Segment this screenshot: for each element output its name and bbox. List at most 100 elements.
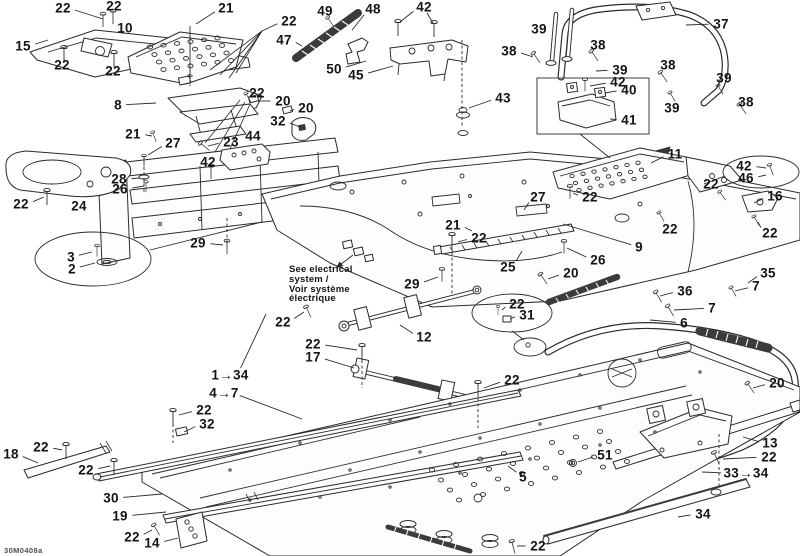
- leader-line: [609, 118, 617, 121]
- fastener-screw: [223, 238, 231, 255]
- callout-23: 23: [223, 135, 239, 150]
- fastener-screw: [766, 163, 774, 176]
- callout-49: 49: [317, 4, 333, 19]
- callout-13: 13: [762, 436, 778, 451]
- callout-22: 22: [33, 440, 49, 455]
- callout-38: 38: [738, 95, 754, 110]
- callout-11: 11: [668, 147, 683, 162]
- leader-line: [659, 292, 673, 297]
- leader-line: [483, 381, 501, 389]
- detail-l: [703, 175, 726, 185]
- callout-29: 29: [190, 236, 206, 251]
- callout-24: 24: [71, 199, 87, 214]
- detail-a: [336, 261, 344, 268]
- leader-line: [758, 174, 767, 178]
- detail-e: [458, 107, 468, 113]
- callout-22: 22: [13, 197, 29, 212]
- callout-33-34: 33→34: [723, 466, 768, 481]
- detail-l: [219, 30, 263, 76]
- leader-line: [123, 493, 163, 498]
- callout-38: 38: [501, 44, 517, 59]
- electrical-note: See electrical system / Voir système éle…: [289, 265, 353, 304]
- leader-line: [207, 142, 219, 147]
- leader-line: [464, 227, 473, 232]
- part-rail-19: [162, 451, 524, 524]
- leader-line: [145, 134, 153, 137]
- callout-2: 2: [68, 262, 76, 277]
- callout-22: 22: [471, 231, 487, 246]
- part-bracket-50: [345, 37, 369, 65]
- fastener-screw: [710, 450, 720, 465]
- callout-39: 39: [612, 63, 628, 78]
- fastener-screw: [110, 457, 118, 475]
- callout-4-7: 4→7: [209, 386, 238, 401]
- callout-21: 21: [445, 218, 461, 233]
- fastener-screw: [110, 49, 118, 67]
- callout-45: 45: [348, 68, 364, 83]
- leader-line: [501, 306, 506, 311]
- fastener-screw: [537, 271, 548, 285]
- callout-10: 10: [117, 21, 133, 36]
- callout-21: 21: [218, 1, 234, 16]
- detail-hg: [623, 459, 631, 464]
- detail-pts: [653, 430, 657, 434]
- leader-line: [562, 223, 632, 246]
- detail-l: [426, 12, 434, 24]
- leader-line: [547, 274, 560, 280]
- part-bar-34: [542, 478, 751, 545]
- leader-line: [734, 287, 749, 292]
- callout-39: 39: [531, 22, 547, 37]
- fastener-screw: [588, 48, 599, 62]
- fastener-screw: [530, 50, 541, 64]
- detail-c: [570, 460, 576, 466]
- leader-line: [515, 250, 523, 262]
- leader-line: [74, 9, 104, 20]
- detail-l: [209, 30, 263, 71]
- fastener-screw: [141, 153, 147, 167]
- leader-line: [468, 99, 492, 109]
- leader-line: [595, 69, 608, 72]
- leader-line: [756, 166, 767, 169]
- part-bumper-35: [544, 322, 799, 474]
- callout-20: 20: [769, 376, 785, 391]
- leader-line: [22, 456, 39, 464]
- leader-line: [34, 39, 49, 45]
- fastener-screw: [667, 90, 676, 102]
- fastener-screw: [207, 163, 215, 180]
- leader-line: [98, 465, 111, 470]
- leader-line: [132, 511, 167, 516]
- callout-32: 32: [199, 417, 215, 432]
- fastener-screw: [582, 77, 588, 92]
- fastener-screw: [150, 522, 160, 536]
- callout-22: 22: [124, 530, 140, 545]
- detail-l: [228, 30, 263, 79]
- callout-3: 3: [67, 250, 75, 265]
- part-footrest-10: [127, 31, 244, 85]
- callout-50: 50: [326, 62, 342, 77]
- detail-l: [235, 30, 263, 74]
- callout-42: 42: [610, 75, 626, 90]
- leader-line: [178, 411, 192, 416]
- leader-line: [399, 10, 414, 23]
- leader-line: [423, 276, 439, 283]
- magnifier-balloon: [471, 293, 553, 333]
- callout-36: 36: [677, 284, 693, 299]
- callout-42: 42: [736, 159, 752, 174]
- callout-20: 20: [298, 101, 314, 116]
- leader-line: [325, 344, 358, 351]
- callout-16: 16: [767, 189, 783, 204]
- leader-line: [210, 243, 224, 246]
- callout-7: 7: [708, 301, 716, 316]
- leader-line: [650, 156, 664, 164]
- fastener-screw: [717, 189, 726, 201]
- magnifier-balloon: [722, 155, 800, 189]
- leader-line: [507, 465, 517, 473]
- leader-line: [239, 395, 303, 420]
- callout-19: 19: [112, 509, 128, 524]
- detail-l: [579, 133, 611, 159]
- fastener-screw: [474, 379, 482, 397]
- leader-line: [143, 529, 153, 535]
- fastener-screw: [656, 210, 665, 222]
- part-floor-panel-5: [141, 341, 800, 556]
- detail-l: [149, 221, 263, 251]
